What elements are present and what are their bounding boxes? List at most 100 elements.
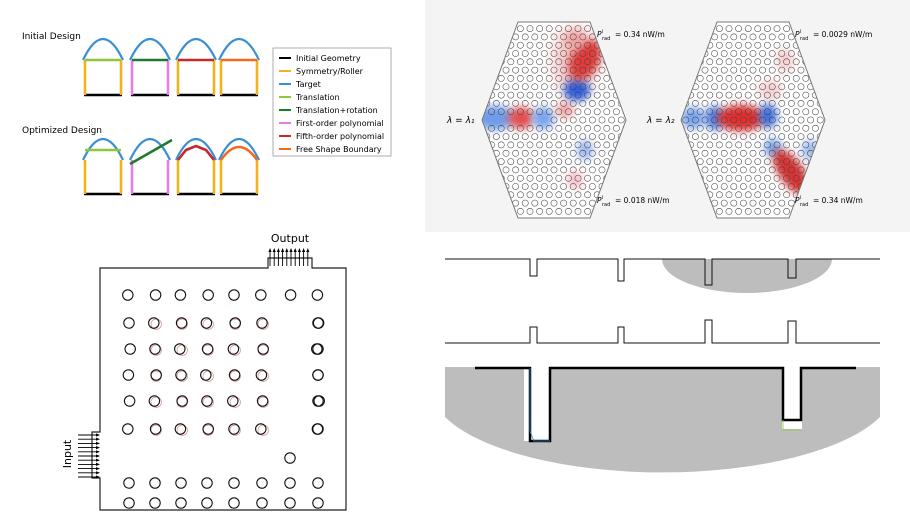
lattice-hole — [792, 141, 800, 149]
lattice-hole — [445, 100, 451, 106]
lattice-hole — [816, 66, 824, 74]
lattice-hole — [512, 149, 519, 157]
lattice-hole — [720, 149, 728, 157]
lattice-hole — [436, 50, 442, 56]
lattice-hole — [574, 41, 582, 49]
lattice-hole — [493, 33, 500, 41]
lattice-hole — [788, 166, 795, 174]
lattice-hole — [687, 208, 694, 215]
lattice-hole — [744, 158, 752, 165]
rod — [149, 289, 162, 301]
lattice-hole — [507, 108, 515, 116]
lattice-hole — [768, 149, 776, 157]
lattice-hole — [701, 83, 709, 91]
lattice-hole — [441, 109, 447, 115]
lattice-hole — [759, 66, 766, 74]
lattice-hole — [836, 84, 842, 90]
lattice-hole — [517, 158, 524, 165]
lattice-hole — [455, 100, 461, 106]
lattice-hole — [841, 92, 847, 98]
lattice-hole — [483, 199, 491, 207]
lattice-hole — [836, 50, 842, 56]
optimized-design-label: Optimized Design — [22, 126, 102, 136]
lattice-hole — [851, 175, 857, 181]
lattice-hole — [521, 50, 529, 57]
lattice-hole — [666, 100, 672, 106]
lattice-hole — [502, 199, 510, 207]
lattice-hole — [696, 208, 704, 215]
lattice-hole — [628, 167, 634, 173]
lattice-hole — [740, 33, 747, 41]
lattice-hole — [654, 167, 660, 173]
lattice-hole — [436, 67, 442, 73]
lattice-hole — [584, 208, 591, 215]
lattice-hole — [483, 166, 491, 174]
top-edge — [219, 145, 259, 161]
lattice-hole — [647, 167, 653, 173]
lattice-hole — [666, 84, 672, 90]
lattice-hole — [764, 75, 771, 82]
lattice-hole — [682, 166, 690, 174]
lattice-hole — [759, 33, 766, 41]
lattice-hole — [613, 124, 620, 132]
lattice-hole — [735, 75, 742, 82]
lattice-hole — [647, 100, 653, 106]
lattice-hole — [792, 158, 800, 165]
lattice-hole — [460, 192, 466, 198]
lattice-hole — [565, 208, 572, 215]
lattice-hole — [788, 100, 795, 107]
lattice-hole — [856, 183, 862, 189]
shape-icon — [218, 138, 260, 196]
lattice-hole — [812, 108, 819, 116]
lattice-hole — [783, 25, 790, 32]
lattice-hole — [622, 91, 626, 99]
lattice-hole — [673, 150, 679, 156]
lattice-hole — [536, 174, 543, 182]
lattice-hole — [644, 134, 650, 140]
lattice-hole — [550, 100, 558, 107]
lattice-hole — [635, 117, 641, 123]
lattice-hole — [589, 166, 596, 174]
lattice-hole — [730, 33, 738, 41]
lattice-hole — [460, 159, 466, 165]
rod — [123, 477, 135, 489]
power-readout-left-top: P i rad = 0.34 nW/m — [597, 29, 665, 42]
initial-rod — [257, 318, 269, 330]
lattice-hole — [740, 133, 747, 140]
lattice-hole — [589, 116, 596, 124]
lattice-hole — [633, 109, 639, 115]
lattice-hole — [635, 183, 641, 189]
lattice-hole — [647, 134, 653, 140]
lattice-hole — [783, 174, 790, 182]
legend-item: Symmetry/Roller — [279, 67, 364, 76]
lattice-hole — [569, 100, 577, 107]
profile-line-middle — [445, 319, 880, 344]
lattice-hole — [593, 141, 601, 149]
lattice-hole — [681, 158, 685, 165]
lattice-hole — [687, 58, 694, 66]
lattice-hole — [445, 50, 451, 56]
lattice-hole — [635, 167, 641, 173]
lattice-hole — [633, 159, 639, 165]
lattice-hole — [865, 150, 871, 156]
lattice-hole — [792, 75, 800, 82]
lattice-hole — [560, 66, 567, 74]
surface-profile-panel — [440, 235, 910, 528]
lattice-hole — [589, 183, 596, 190]
lattice-hole — [541, 33, 548, 41]
lattice-hole — [764, 208, 771, 215]
lattice-hole — [681, 208, 685, 215]
hexagon-lambda-2 — [635, 21, 871, 219]
lattice-hole — [841, 159, 847, 165]
lattice-hole — [740, 183, 747, 190]
lattice-hole — [613, 41, 620, 49]
rod — [311, 289, 324, 301]
lattice-hole — [536, 108, 543, 116]
lattice-hole — [531, 100, 539, 107]
lattice-hole — [445, 200, 451, 206]
lattice-hole — [565, 174, 572, 182]
lattice-hole — [661, 125, 667, 131]
lattice-hole — [531, 199, 539, 207]
lattice-hole — [474, 100, 480, 106]
lattice-hole — [644, 67, 650, 73]
